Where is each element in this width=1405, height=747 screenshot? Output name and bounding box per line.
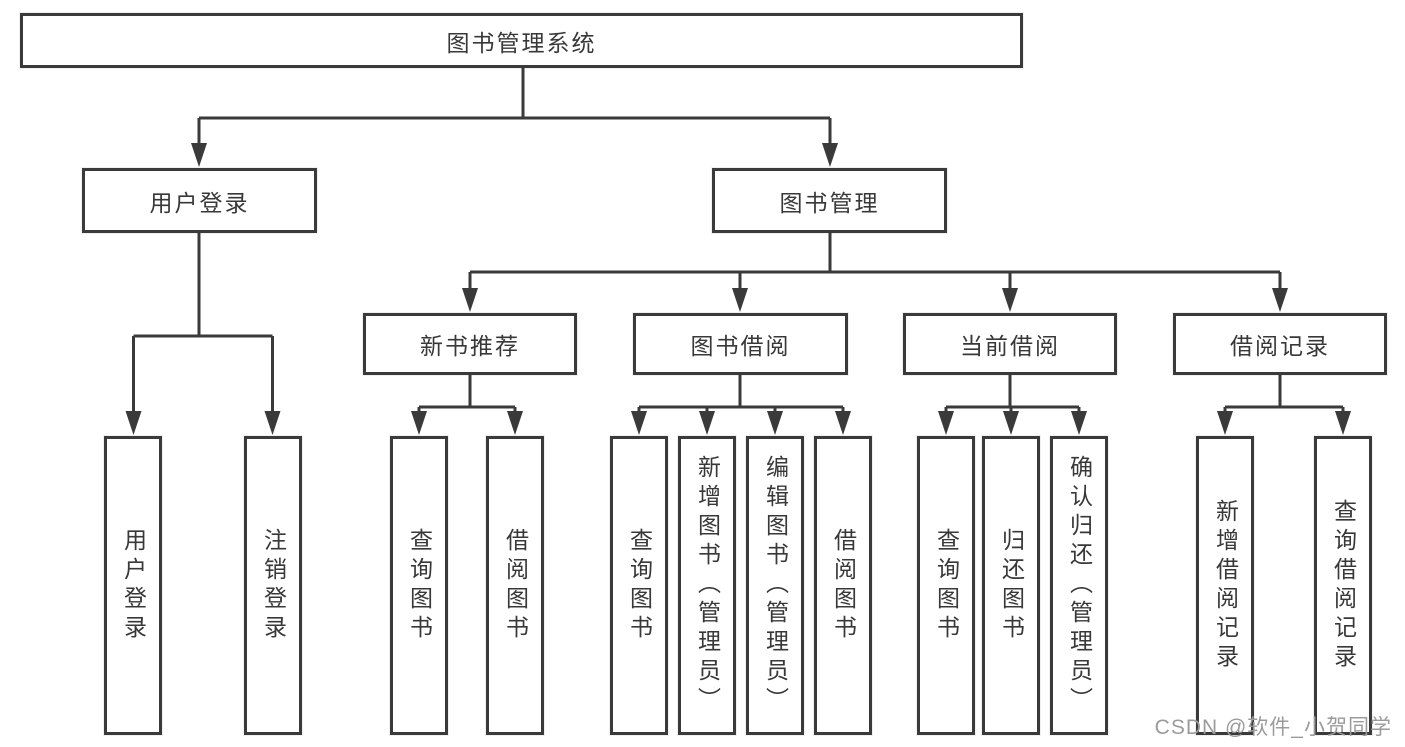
arrowhead-icon — [767, 411, 783, 435]
arrowhead-icon — [125, 411, 142, 435]
connector-line — [944, 375, 1081, 413]
node-library-system: 图书管理系统 — [20, 13, 1023, 68]
leaf-user-login: 用户登录 — [104, 436, 162, 735]
node-book-management: 图书管理 — [712, 168, 947, 233]
leaf-query-borrow-record: 查询借阅记录 — [1314, 436, 1372, 735]
node-borrowing-records: 借阅记录 — [1173, 313, 1387, 375]
leaf-edit-book-admin: 编辑图书（管理员） — [746, 436, 804, 735]
node-new-book-recommend: 新书推荐 — [363, 313, 577, 375]
connector-line — [637, 375, 845, 413]
node-book-borrowing: 图书借阅 — [633, 313, 848, 375]
arrowhead-icon — [1217, 411, 1233, 435]
connector-line — [468, 233, 1282, 291]
arrowhead-icon — [938, 411, 954, 435]
leaf-logout: 注销登录 — [244, 436, 302, 735]
leaf-return-books: 归还图书 — [982, 436, 1040, 735]
node-user-login: 用户登录 — [82, 168, 317, 233]
leaf-query-books-recommend: 查询图书 — [390, 436, 448, 735]
leaf-add-borrow-record: 新增借阅记录 — [1196, 436, 1254, 735]
leaf-borrow-books-recommend: 借阅图书 — [486, 436, 544, 735]
leaf-add-book-admin: 新增图书（管理员） — [678, 436, 736, 735]
connector-line — [132, 233, 274, 413]
arrowhead-icon — [411, 411, 427, 435]
arrowhead-icon — [699, 411, 715, 435]
arrowhead-icon — [1071, 411, 1087, 435]
arrowhead-icon — [507, 411, 523, 435]
leaf-query-books-borrowing: 查询图书 — [610, 436, 668, 735]
connector-line — [417, 375, 517, 413]
arrowhead-icon — [1335, 411, 1351, 435]
arrowhead-icon — [264, 411, 281, 435]
csdn-watermark: CSDN @软件_小贺同学 — [1154, 716, 1392, 739]
connector-line — [197, 68, 832, 146]
arrowhead-icon — [732, 288, 748, 312]
arrowhead-icon — [462, 288, 478, 312]
arrowhead-icon — [1002, 288, 1018, 312]
arrowhead-icon — [191, 143, 207, 167]
arrowhead-icon — [835, 411, 851, 435]
node-current-borrowing: 当前借阅 — [903, 313, 1117, 375]
leaf-borrow-books-borrowing: 借阅图书 — [814, 436, 872, 735]
arrowhead-icon — [1003, 411, 1019, 435]
leaf-query-books-current: 查询图书 — [917, 436, 975, 735]
arrowhead-icon — [1272, 288, 1288, 312]
arrowhead-icon — [822, 143, 838, 167]
connector-line — [1223, 375, 1345, 413]
arrowhead-icon — [631, 411, 647, 435]
leaf-confirm-return-admin: 确认归还（管理员） — [1050, 436, 1108, 735]
